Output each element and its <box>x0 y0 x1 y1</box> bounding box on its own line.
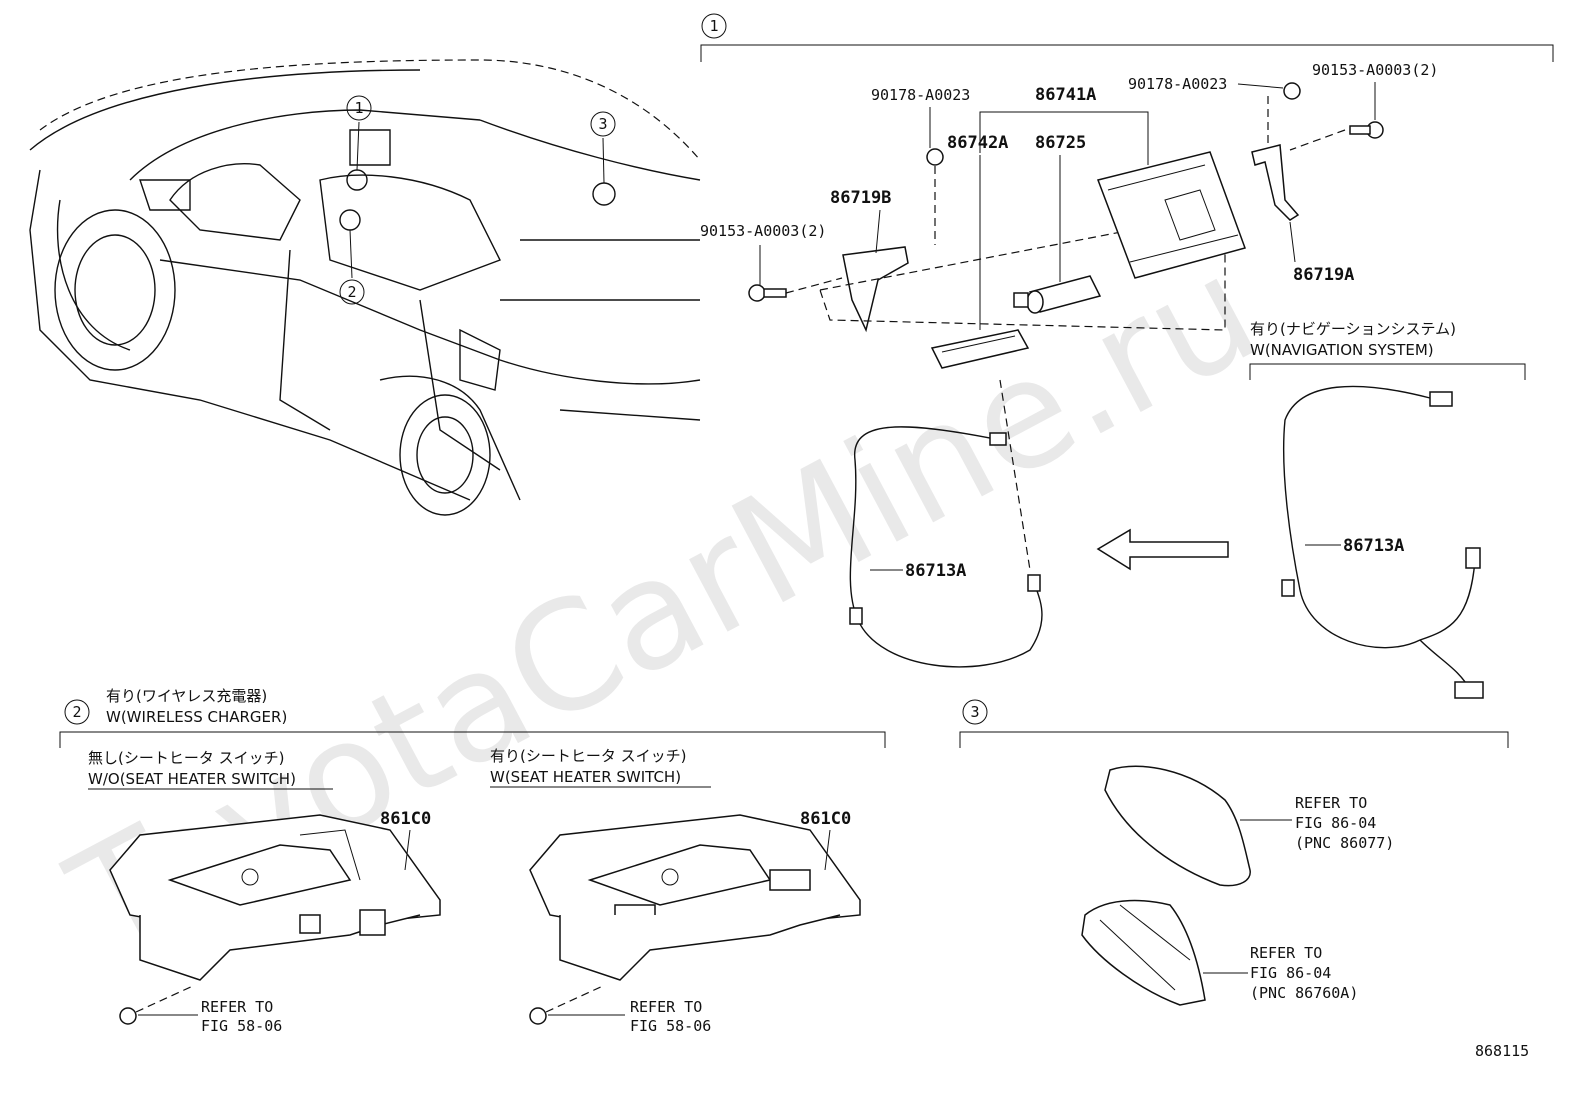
refer-right-line2: FIG 58-06 <box>630 1017 711 1035</box>
refer-left-line1: REFER TO <box>201 998 273 1016</box>
part-label-90178-left: 90178-A0023 <box>871 86 970 104</box>
part-label-86713a-left: 86713A <box>905 561 966 581</box>
bracket-86719a-icon <box>1251 144 1300 221</box>
refer-bottom-line2: FIG 86-04 <box>1250 964 1331 982</box>
module-86741a-icon <box>1097 151 1246 279</box>
screw-left-icon <box>748 284 787 302</box>
wireless-label-en: W(WIRELESS CHARGER) <box>106 708 287 726</box>
refer-bottom-line3: (PNC 86760A) <box>1250 984 1358 1002</box>
part-label-86725: 86725 <box>1035 133 1086 153</box>
clip-right-icon <box>1283 82 1301 100</box>
section-1-callout: 1 <box>709 17 718 35</box>
part-label-86742a: 86742A <box>947 133 1008 153</box>
overview-callout-1: 1 <box>354 99 363 117</box>
console-left-icon <box>109 814 441 981</box>
antenna-base-icon <box>1081 899 1206 1006</box>
nav-label-en: W(NAVIGATION SYSTEM) <box>1250 341 1434 359</box>
refer-bottom-line1: REFER TO <box>1250 944 1322 962</box>
refer-right-line1: REFER TO <box>630 998 702 1016</box>
arrow-left-icon <box>1096 528 1229 571</box>
part-label-861c0-left: 861C0 <box>380 809 431 829</box>
overview-callout-2: 2 <box>347 283 356 301</box>
without-heater-label-en: W/O(SEAT HEATER SWITCH) <box>88 770 296 788</box>
part-label-86719b: 86719B <box>830 188 891 208</box>
section-3: 3 REFER TO FIG 86-04 (PNC 86077) REFER T… <box>959 699 1509 1006</box>
section-3-callout: 3 <box>970 703 979 721</box>
bracket-86719b-icon <box>842 246 909 333</box>
part-label-86741a: 86741A <box>1035 85 1096 105</box>
wireless-label-jp: 有り(ワイヤレス充電器) <box>106 687 267 705</box>
refer-top-line3: (PNC 86077) <box>1295 834 1394 852</box>
part-label-90153-right: 90153-A0003(2) <box>1312 61 1438 79</box>
nav-label-jp: 有り(ナビゲーションシステム) <box>1250 320 1456 338</box>
section-2-callout: 2 <box>72 703 81 721</box>
section-1: 1 90153-A0003(2) 90178-A0023 86719B 8674… <box>700 13 1554 699</box>
clip-console-left-icon <box>119 1007 137 1025</box>
part-label-861c0-right: 861C0 <box>800 809 851 829</box>
part-label-90178-right: 90178-A0023 <box>1128 75 1227 93</box>
cylinder-86725-icon <box>1013 275 1102 314</box>
with-heater-label-en: W(SEAT HEATER SWITCH) <box>490 768 681 786</box>
part-label-86719a: 86719A <box>1293 265 1354 285</box>
diagram-id: 868115 <box>1475 1042 1529 1060</box>
refer-left-line2: FIG 58-06 <box>201 1017 282 1035</box>
overview-callout-3: 3 <box>598 115 607 133</box>
harness-right-icon <box>1281 385 1484 699</box>
harness-left-icon <box>849 426 1043 668</box>
without-heater-label-jp: 無し(シートヒータ スイッチ) <box>88 749 284 767</box>
vehicle-overview: 1 2 3 <box>29 59 701 516</box>
section-2: 2 有り(ワイヤレス充電器) W(WIRELESS CHARGER) 無し(シー… <box>59 687 886 1035</box>
part-label-90153-left: 90153-A0003(2) <box>700 222 826 240</box>
shark-fin-antenna-icon <box>1104 765 1251 887</box>
clip-left-icon <box>926 148 944 166</box>
with-heater-label-jp: 有り(シートヒータ スイッチ) <box>490 747 686 765</box>
panel-86742a-icon <box>930 329 1030 369</box>
refer-top-line1: REFER TO <box>1295 794 1367 812</box>
screw-right-icon <box>1349 121 1384 139</box>
console-right-icon <box>529 814 861 981</box>
clip-console-right-icon <box>529 1007 547 1025</box>
part-label-86713a-right: 86713A <box>1343 536 1404 556</box>
refer-top-line2: FIG 86-04 <box>1295 814 1376 832</box>
